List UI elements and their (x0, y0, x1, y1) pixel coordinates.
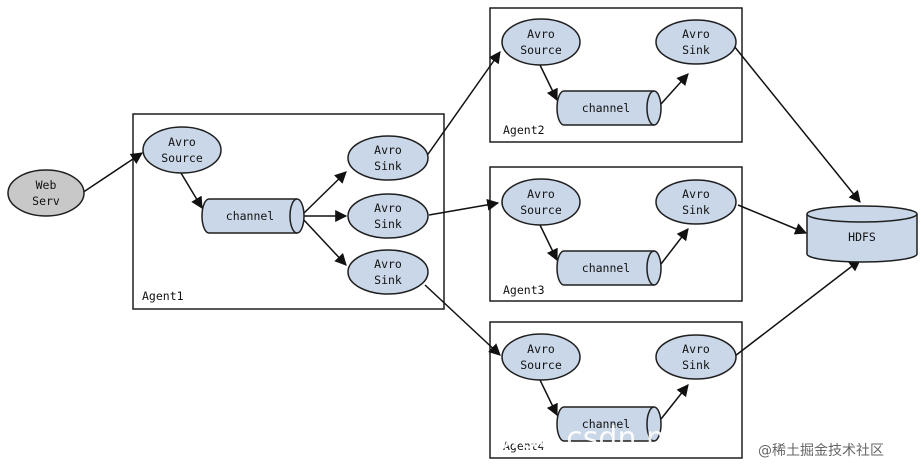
agent3-channel-node: channel (556, 250, 662, 286)
agent4-label: Agent4 (503, 439, 545, 453)
agent1-source-line2: Source (161, 151, 203, 165)
edge-source2-to-channel2 (539, 64, 558, 102)
agent1-sink2-line2: Sink (374, 217, 402, 231)
edge-source1-to-channel1 (180, 172, 203, 210)
edge-sink3-to-hdfs (737, 204, 808, 235)
agent1-channel-node: channel (201, 198, 305, 234)
hdfs-storage-node: HDFS (806, 205, 918, 263)
edge-channel1-to-sink1a (302, 171, 347, 215)
agent1-sink3-node: Avro Sink (347, 249, 429, 295)
watermark-url-text: blog.csdn.net (492, 421, 695, 456)
edge-channel2-to-sink2 (660, 73, 689, 105)
watermark-cn-text: @稀土掘金技术社区 (758, 443, 884, 459)
edge-sink4-to-hdfs (734, 259, 861, 357)
agent1-channel-label: channel (226, 209, 274, 223)
agent2-source-line1: Avro (527, 27, 555, 41)
agent3-source-line2: Source (520, 203, 562, 217)
agent1-box: Agent1 (132, 113, 445, 310)
agent1-source-node: Avro Source (142, 126, 222, 174)
agent1-sink3-line2: Sink (374, 273, 402, 287)
agent4-sink-line2: Sink (682, 358, 710, 372)
watermark: blog.csdn.net @稀土掘金技术社区 (492, 421, 884, 459)
edges (81, 45, 861, 420)
agent2-source-line2: Source (520, 43, 562, 57)
agent3-sink-line2: Sink (682, 203, 710, 217)
edge-source4-to-channel4 (539, 379, 558, 417)
agent1-sink3-line1: Avro (374, 257, 402, 271)
edge-source3-to-channel3 (539, 224, 558, 262)
agent1-sink2-line1: Avro (374, 201, 402, 215)
agent4-box: Agent4 (489, 321, 743, 459)
web-server-line2: Serv (32, 194, 60, 208)
agent2-source-node: Avro Source (501, 18, 581, 66)
edge-channel1-to-sink1c (302, 218, 347, 266)
agent4-source-line1: Avro (527, 342, 555, 356)
agent3-box: Agent3 (489, 166, 743, 302)
edge-sink1a-to-source2 (425, 51, 501, 158)
agent3-sink-line1: Avro (682, 187, 710, 201)
agent2-label: Agent2 (503, 123, 545, 137)
agent1-label: Agent1 (142, 289, 184, 303)
web-server-line1: Web (36, 178, 57, 192)
agent4-sink-node: Avro Sink (655, 334, 737, 380)
agent2-channel-label: channel (582, 101, 630, 115)
agent1-source-line1: Avro (168, 135, 196, 149)
agent3-label: Agent3 (503, 283, 545, 297)
agent4-channel-label: channel (582, 417, 630, 431)
agent2-box: Agent2 (489, 7, 743, 143)
edge-sink1c-to-source4 (424, 284, 501, 356)
agent3-source-line1: Avro (527, 187, 555, 201)
edge-web-to-source1 (81, 152, 143, 194)
agent4-source-node: Avro Source (501, 333, 581, 381)
edge-channel4-to-sink4 (660, 384, 689, 420)
agent4-channel-node: channel (556, 406, 662, 442)
web-server-node: Web Serv (7, 169, 85, 217)
agent1-sink2-node: Avro Sink (347, 193, 429, 239)
edge-channel3-to-sink3 (660, 228, 689, 265)
agent3-channel-label: channel (582, 261, 630, 275)
edge-sink1b-to-source3 (428, 198, 500, 216)
agent2-sink-line2: Sink (682, 43, 710, 57)
agent4-sink-line1: Avro (682, 342, 710, 356)
agent3-sink-node: Avro Sink (655, 179, 737, 225)
agent2-channel-node: channel (556, 90, 662, 126)
hdfs-label: HDFS (848, 230, 876, 244)
agent2-sink-line1: Avro (682, 27, 710, 41)
agent1-sink1-line1: Avro (374, 143, 402, 157)
agent2-sink-node: Avro Sink (655, 19, 737, 65)
agent4-source-line2: Source (520, 358, 562, 372)
agent3-source-node: Avro Source (501, 178, 581, 226)
agent1-sink1-node: Avro Sink (347, 135, 429, 181)
edge-sink2-to-hdfs (733, 45, 861, 203)
agent1-sink1-line2: Sink (374, 159, 402, 173)
